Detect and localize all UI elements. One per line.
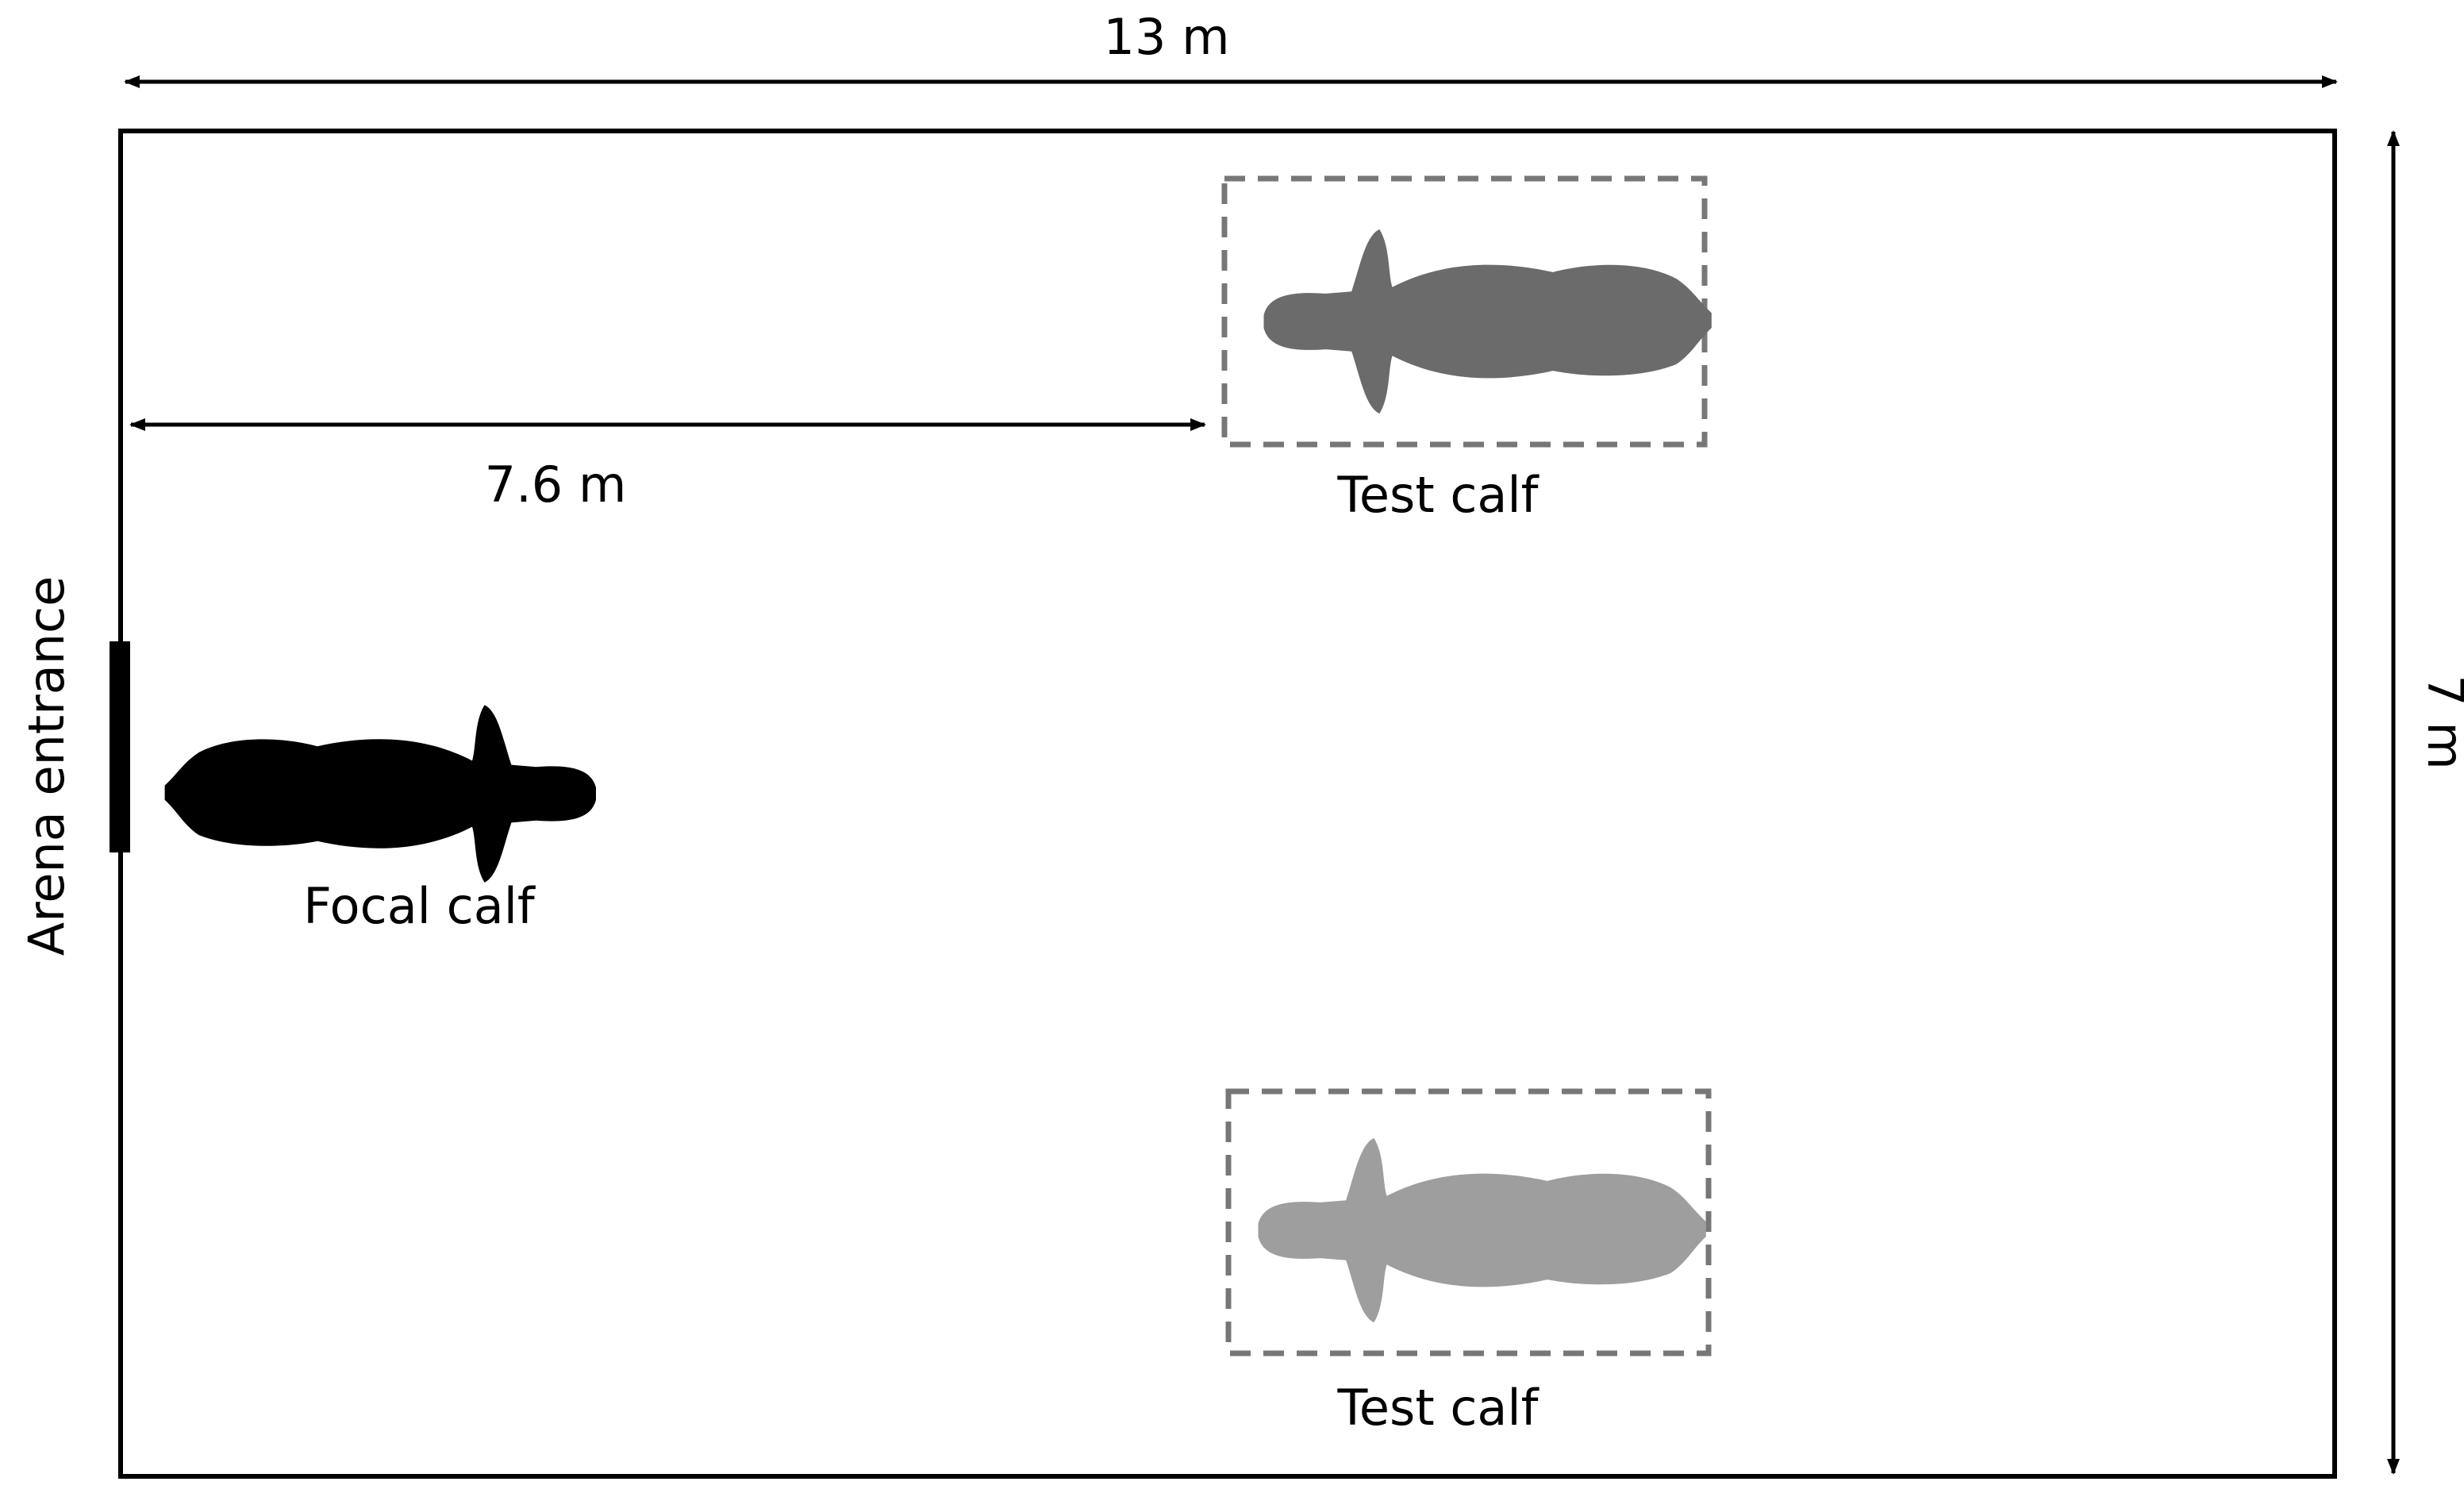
arena-height-label: 7 m (2416, 675, 2464, 770)
focal-calf-icon (164, 705, 597, 883)
test-calf-top-icon (1263, 229, 1712, 414)
test-calf-bottom-enclosure (1225, 1088, 1712, 1356)
arena-entrance-label: Arena entrance (17, 576, 75, 956)
distance-label: 7.6 m (485, 456, 627, 514)
test-calf-top-label: Test calf (1337, 466, 1540, 524)
test-calf-bottom-label: Test calf (1337, 1379, 1540, 1437)
focal-calf-label: Focal calf (303, 877, 536, 935)
arena-entrance-marker (110, 641, 130, 852)
arena-width-label: 13 m (1104, 8, 1230, 66)
test-calf-bottom-icon (1258, 1137, 1706, 1323)
